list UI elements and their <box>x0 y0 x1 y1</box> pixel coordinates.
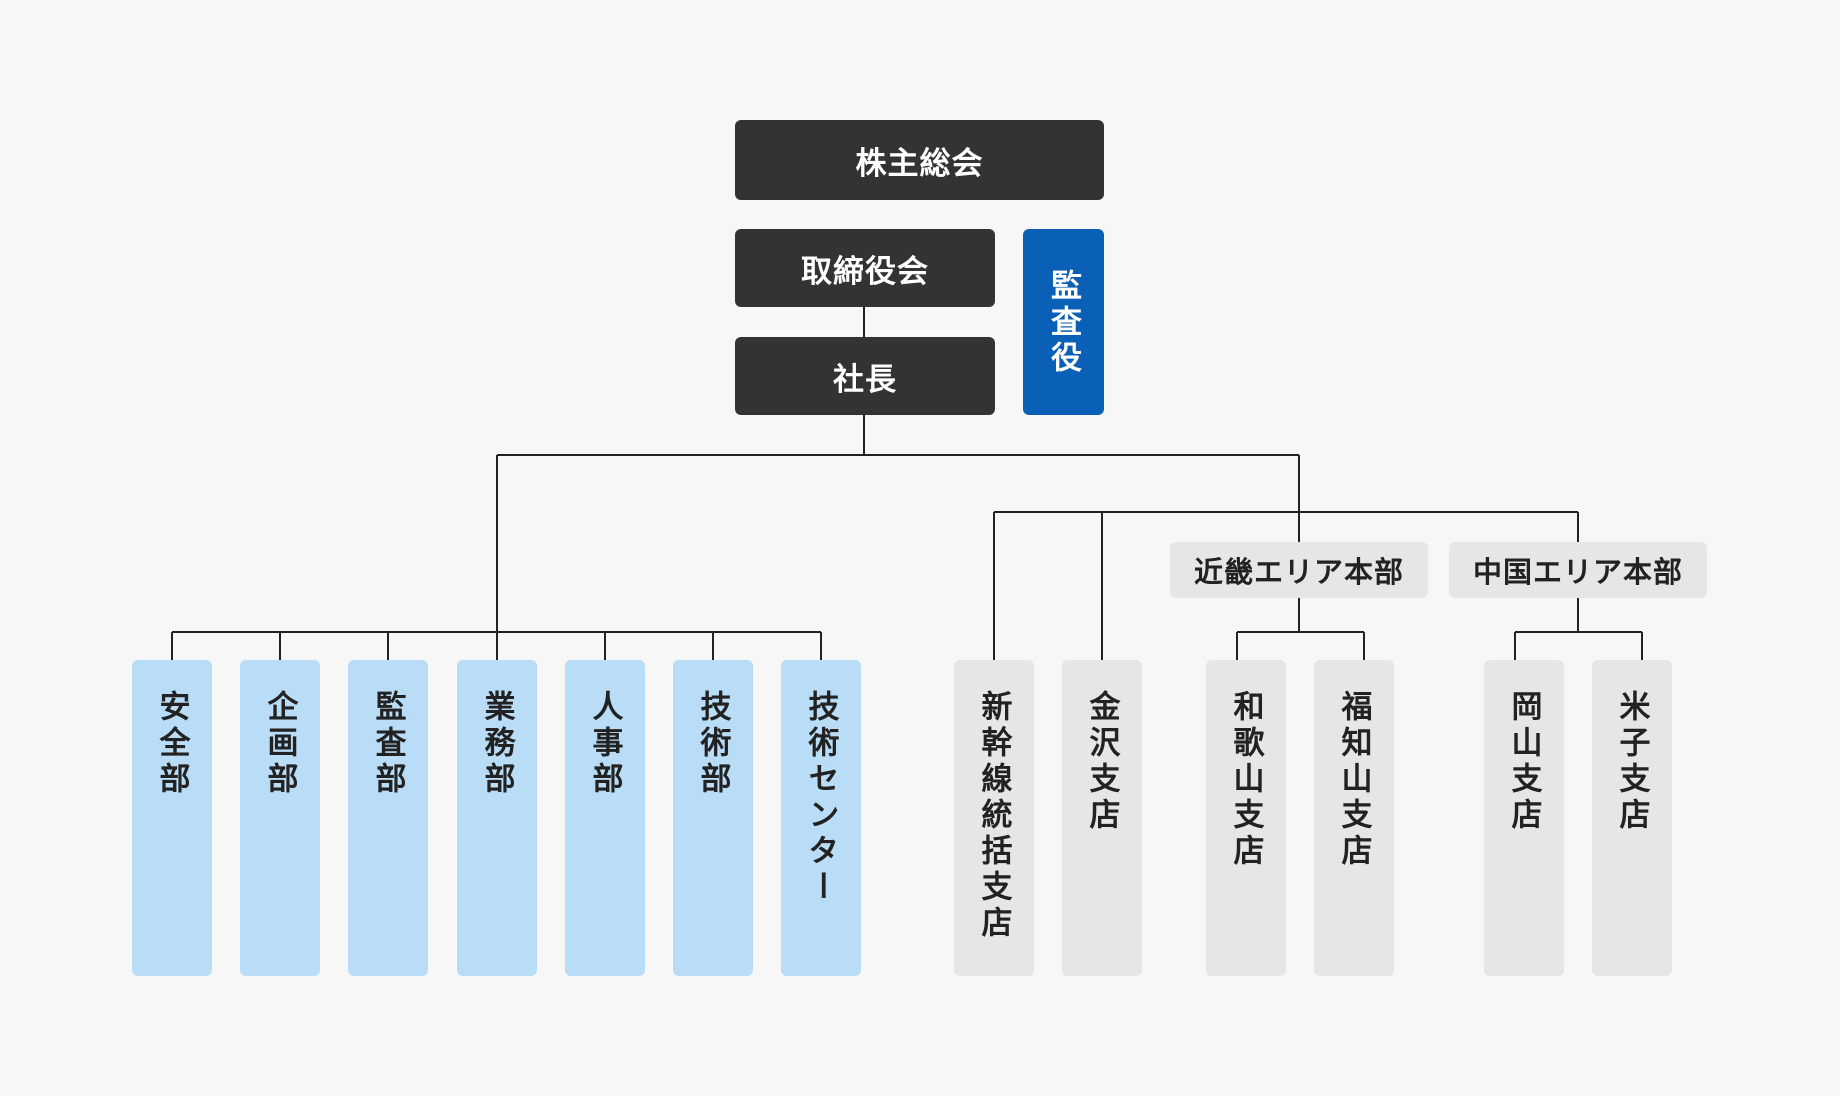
auditor-label: 監査役 <box>1045 269 1081 377</box>
department-label: 業務部 <box>478 690 515 798</box>
board-label: 取締役会 <box>801 253 929 290</box>
kinki-area-label: 近畿エリア本部 <box>1193 555 1404 589</box>
department-box: 企画部 <box>240 660 320 976</box>
branch-box: 福知山支店 <box>1314 660 1394 976</box>
department-box: 技術センター <box>781 660 861 976</box>
president-label: 社長 <box>833 361 897 398</box>
shareholders-meeting-label: 株主総会 <box>855 145 984 182</box>
branch-box: 米子支店 <box>1592 660 1672 976</box>
branch-box: 新幹線統括支店 <box>954 660 1034 976</box>
branch-label: 新幹線統括支店 <box>975 690 1012 942</box>
department-label: 技術センター <box>802 690 839 906</box>
department-label: 監査部 <box>369 690 406 798</box>
department-box: 監査部 <box>348 660 428 976</box>
department-box: 人事部 <box>565 660 645 976</box>
chugoku-area-label: 中国エリア本部 <box>1472 555 1683 589</box>
shareholders-meeting-box: 株主総会 <box>735 120 1104 200</box>
department-label: 人事部 <box>586 690 623 798</box>
branch-label: 和歌山支店 <box>1227 690 1264 870</box>
department-label: 技術部 <box>694 690 731 798</box>
branch-box: 和歌山支店 <box>1206 660 1286 976</box>
branch-box: 金沢支店 <box>1062 660 1142 976</box>
board-box: 取締役会 <box>735 229 995 307</box>
kinki-area-box: 近畿エリア本部 <box>1170 542 1428 598</box>
department-box: 技術部 <box>673 660 753 976</box>
department-box: 安全部 <box>132 660 212 976</box>
department-box: 業務部 <box>457 660 537 976</box>
branch-box: 岡山支店 <box>1484 660 1564 976</box>
branch-label: 金沢支店 <box>1083 690 1120 834</box>
branch-label: 米子支店 <box>1613 690 1650 834</box>
chugoku-area-box: 中国エリア本部 <box>1449 542 1707 598</box>
president-box: 社長 <box>735 337 995 415</box>
branch-label: 福知山支店 <box>1335 690 1372 870</box>
branch-label: 岡山支店 <box>1505 690 1542 834</box>
department-label: 企画部 <box>261 690 298 798</box>
department-label: 安全部 <box>153 690 190 798</box>
auditor-box: 監査役 <box>1023 229 1104 415</box>
